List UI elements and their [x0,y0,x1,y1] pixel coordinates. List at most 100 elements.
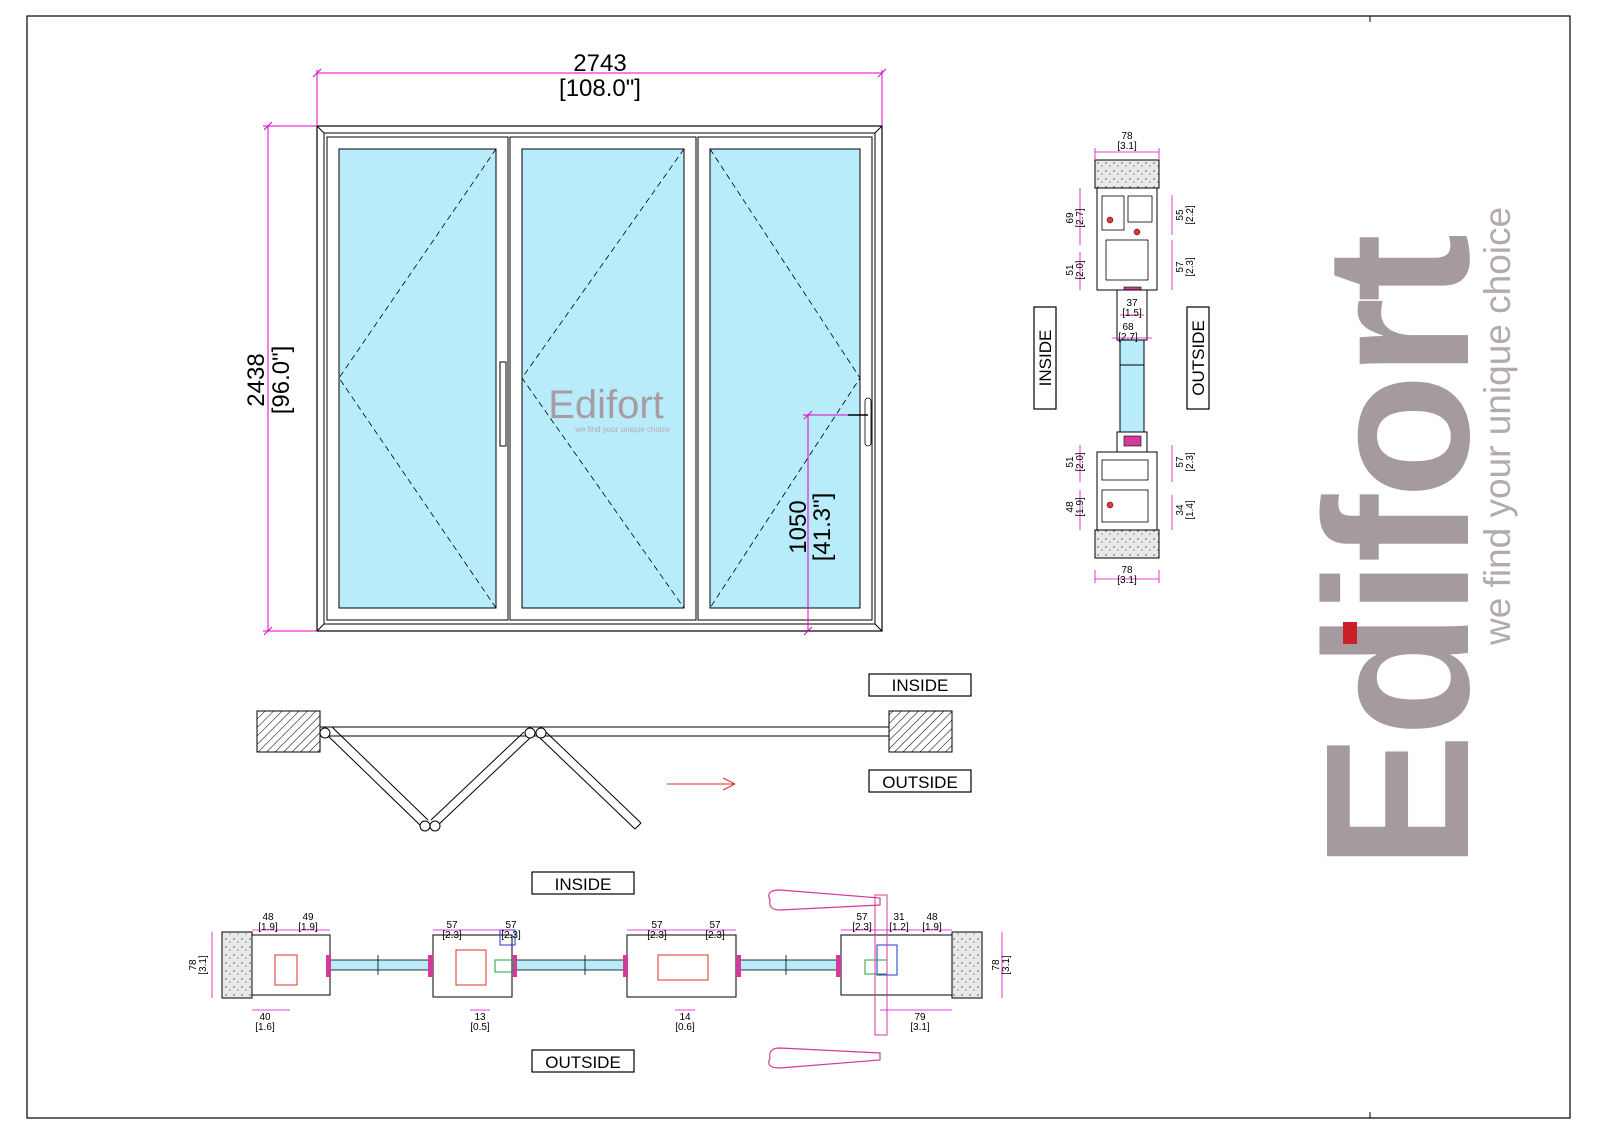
sheet-border [26,15,1571,1119]
brand-tagline: we find your unique choice [1477,207,1518,646]
plan-inside-label-box [868,673,972,697]
watermark-tagline: we find your unique choice [574,425,670,434]
hs-dim-top-7-mm: 57 [856,912,868,923]
hs-dim-bottom-3-mm: 14 [679,1012,691,1023]
hs-dim-bottom-1-mm: 40 [259,1012,271,1023]
brand-accent-square [1343,622,1357,644]
plan-inside-label: INSIDE [892,676,949,695]
vs-mid-left-mm: 51 [1065,264,1076,276]
hs-dim-top-4-in: [2.3] [501,930,521,941]
hs-left-depth-in: [3.1] [198,955,209,975]
hs-dim-top-5-mm: 57 [651,920,663,931]
glass-pane-3 [709,148,861,609]
folding-plan-view: INSIDE OUTSIDE [256,673,972,832]
vs-low-right-in: [2.3] [1185,452,1196,472]
vs-low-left-mm: 51 [1065,456,1076,468]
glass-pane-2 [521,148,685,609]
head-frame-profile [1096,187,1158,291]
hs-glass-1 [329,959,434,971]
vs-bottom-right-mm: 34 [1175,504,1186,516]
hs-dim-top-6-mm: 57 [709,920,721,931]
hs-dim-top-8-mm: 31 [893,912,905,923]
hs-wall-right [951,931,983,999]
vs-inner-mm: 37 [1126,298,1138,309]
lever-handle-inside [768,889,881,911]
hs-profile-jamb-left [251,934,331,996]
vs-outside-label: OUTSIDE [1189,320,1208,396]
wall-right [888,710,953,753]
hs-dim-bottom-3-in: [0.6] [675,1022,695,1033]
elevation-watermark: Edifort we find your unique choice [548,383,670,434]
vs-inner-in: [1.5] [1122,308,1142,319]
vs-outside-label-box [1186,306,1210,410]
width-dim-in: [108.0"] [559,75,641,102]
vs-bottom-left-mm: 48 [1065,501,1076,513]
vs-upper-left-in: [2.7] [1075,208,1086,228]
height-dim-in: [96.0"] [268,346,295,415]
wall-left [256,710,321,753]
door-panel-3 [697,136,873,621]
fold-panels [319,726,642,832]
vs-low-right-mm: 57 [1175,456,1186,468]
hs-dim-top-2-in: [1.9] [298,922,318,933]
plan-outside-label-box [868,769,972,793]
hs-dim-bottom-4-in: [3.1] [910,1022,930,1033]
section-glass [1119,339,1145,433]
hs-glass-2 [511,959,628,971]
lever-handle [864,397,872,447]
hs-dim-top-8-in: [1.2] [889,922,909,933]
head-concrete [1094,159,1160,189]
hs-dim-top-3-mm: 57 [446,920,458,931]
vs-top-width-in: [3.1] [1117,141,1137,152]
hs-dim-top-9-mm: 48 [926,912,938,923]
hs-left-depth-mm: 78 [188,959,199,971]
vs-upper-right-mm: 55 [1175,209,1186,221]
vs-inside-label-box [1033,306,1057,410]
opening-swing-line-1 [338,148,497,609]
hs-dim-top-9-in: [1.9] [922,922,942,933]
vs-mid-right-mm: 57 [1175,261,1186,273]
opening-swing-line-2 [521,148,685,609]
hs-dim-top-3-in: [2.3] [442,930,462,941]
slide-direction-arrow [667,777,736,791]
hs-glass-3 [735,959,842,971]
brand-logo: Edifort [1283,236,1512,870]
height-dim-mm: 2438 [243,353,270,406]
hs-wall-left [221,931,253,999]
hs-dim-top-1-mm: 48 [262,912,274,923]
vs-sash-in: [2.7] [1118,332,1138,343]
vs-top-width-mm: 78 [1121,131,1133,142]
opening-swing-line-3 [709,148,861,609]
glass-pane-1 [338,148,497,609]
vs-upper-right-in: [2.2] [1185,205,1196,225]
horizontal-section: 48 [1.9] 49 [1.9] 57 [2.3] 57 [2.3] 57 [… [188,871,1012,1073]
vs-mid-left-in: [2.0] [1075,260,1086,280]
hs-dim-top-6-in: [2.3] [705,930,725,941]
vs-bottom-width-mm: 78 [1121,565,1133,576]
handle-dim-mm: 1050 [785,500,812,553]
door-elevation: Edifort we find your unique choice 2743 … [243,50,887,636]
vertical-section: 78 [3.1] 69 [2.7] 55 [2.2] 51 [2.0] 57 [… [1033,131,1210,586]
width-dim-mm: 2743 [573,50,626,77]
door-panel-1 [326,136,509,621]
inner-frame [323,132,876,625]
vs-inside-label: INSIDE [1036,330,1055,387]
hs-right-depth-in: [3.1] [1001,955,1012,975]
width-dimension [312,68,887,126]
hs-dim-bottom-2-mm: 13 [474,1012,486,1023]
hs-dim-bottom-2-in: [0.5] [470,1022,490,1033]
hs-inside-label-box [531,871,635,895]
hs-outside-label-box [531,1049,635,1073]
handle-dim-in: [41.3"] [809,493,836,562]
handle-height-dimension [803,410,848,636]
watermark-logo: Edifort [548,383,664,427]
vs-low-left-in: [2.0] [1075,452,1086,472]
vs-upper-left-mm: 69 [1065,212,1076,224]
vs-bottom-left-in: [1.9] [1075,497,1086,517]
vs-sash-mm: 68 [1122,322,1134,333]
hs-inside-label: INSIDE [555,875,612,894]
height-dimension [263,121,317,636]
door-panel-2 [499,136,697,621]
hs-dim-bottom-4-mm: 79 [914,1012,926,1023]
